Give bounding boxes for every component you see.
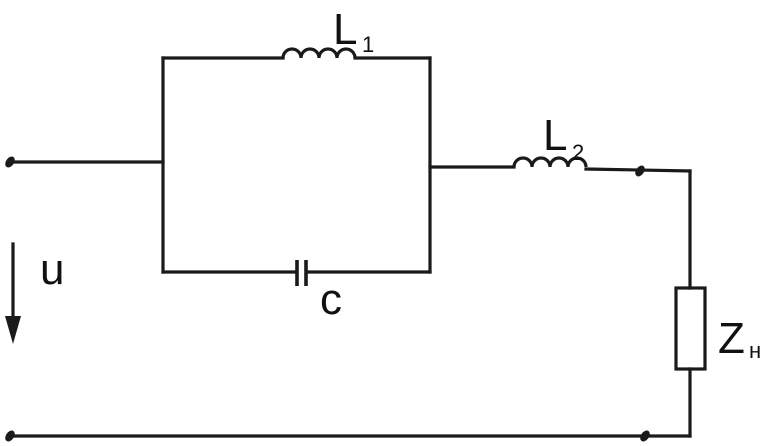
output-terminal-top (635, 165, 645, 177)
inductor-l2 (512, 156, 588, 168)
load-impedance (674, 286, 707, 371)
inductor-l1 (281, 47, 357, 59)
input-terminal-bottom (5, 430, 15, 442)
load-subscript: н (749, 338, 761, 363)
inductor-l2-label: L (543, 111, 567, 160)
capacitor-label: c (320, 275, 342, 324)
inductor-l1-label: L (333, 5, 357, 54)
output-terminal-bottom (640, 430, 650, 442)
inductor-l1-subscript: 1 (362, 32, 374, 57)
load-label: Z (718, 314, 745, 363)
inductor-l2-subscript: 2 (572, 140, 584, 165)
voltage-arrow-head (5, 316, 21, 344)
voltage-label: u (40, 245, 64, 294)
